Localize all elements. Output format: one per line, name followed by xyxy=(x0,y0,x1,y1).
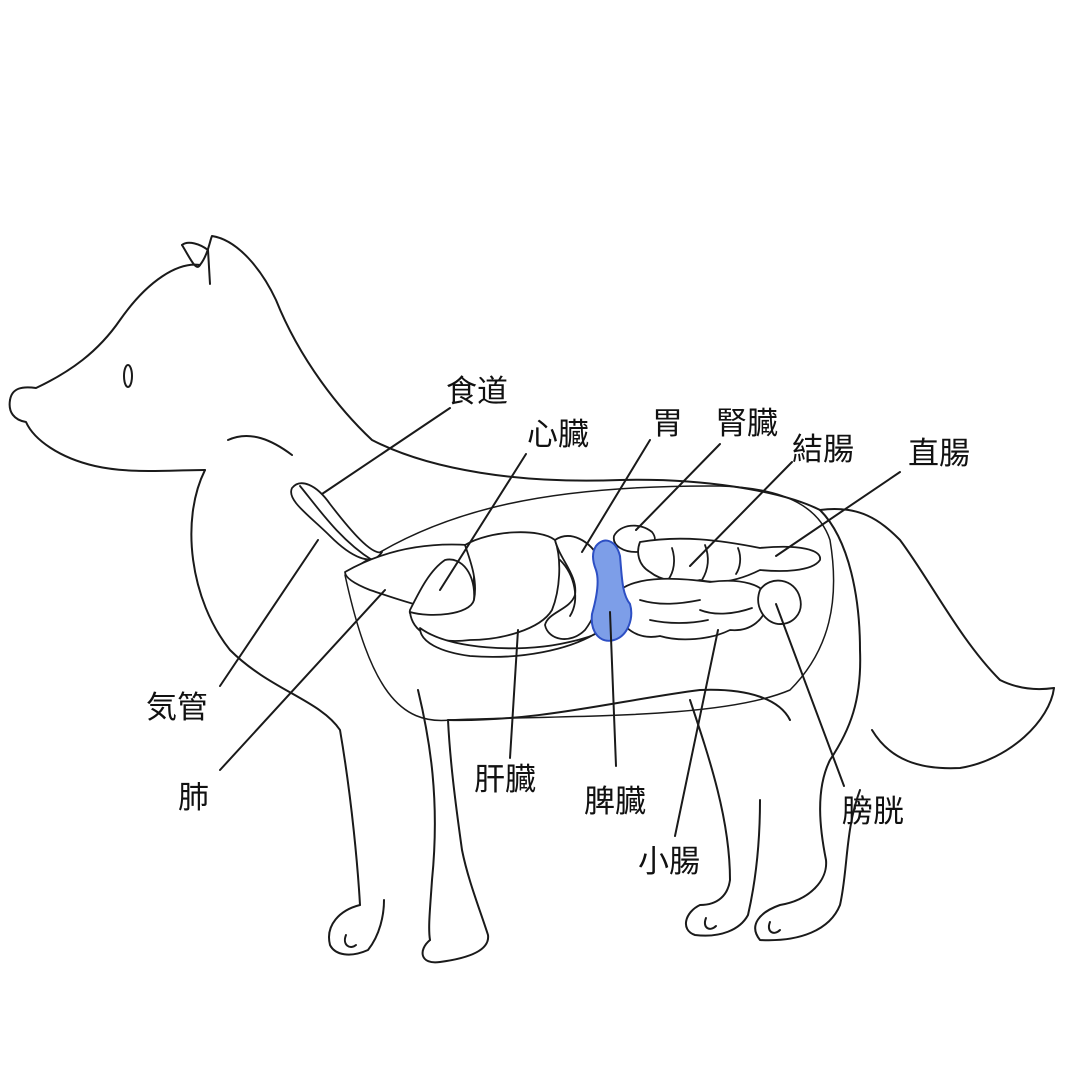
label-bladder: 膀胱 xyxy=(842,794,904,830)
leader-trachea xyxy=(219,539,319,687)
labels: 食道 心臓 胃 腎臓 結腸 直腸 気管 肺 肝臓 脾臓 小腸 膀胱 xyxy=(146,374,970,880)
label-spleen: 脾臓 xyxy=(584,784,646,820)
label-heart: 心臓 xyxy=(527,417,589,453)
leader-rectum xyxy=(775,471,901,557)
label-trachea: 気管 xyxy=(146,690,208,726)
leader-bladder xyxy=(775,603,845,787)
leader-stomach xyxy=(581,439,651,553)
bladder-shape xyxy=(757,579,802,625)
leader-lung xyxy=(219,589,386,771)
label-liver: 肝臓 xyxy=(474,762,536,798)
leader-kidney xyxy=(635,443,721,531)
leader-small-intestine xyxy=(674,629,719,837)
leader-colon xyxy=(689,461,793,567)
spleen-shape xyxy=(590,539,633,642)
colon-shape xyxy=(637,537,821,583)
label-stomach: 胃 xyxy=(652,406,683,442)
label-kidney: 腎臓 xyxy=(716,406,778,442)
eye xyxy=(123,364,133,388)
leader-spleen xyxy=(609,611,617,767)
label-esophagus: 食道 xyxy=(446,374,508,410)
label-lung: 肺 xyxy=(178,780,209,816)
label-rectum: 直腸 xyxy=(908,436,970,472)
leader-lines xyxy=(219,407,901,837)
dog-outline xyxy=(8,235,1055,964)
label-colon: 結腸 xyxy=(792,432,854,468)
leader-heart xyxy=(439,453,527,591)
trachea-shape xyxy=(290,482,383,561)
organs xyxy=(290,482,821,658)
label-small-intestine: 小腸 xyxy=(638,844,700,880)
body-cavity-outline xyxy=(344,485,835,722)
small-intestine-shape xyxy=(616,577,769,641)
leader-esophagus xyxy=(321,407,451,495)
leader-liver xyxy=(509,629,519,759)
